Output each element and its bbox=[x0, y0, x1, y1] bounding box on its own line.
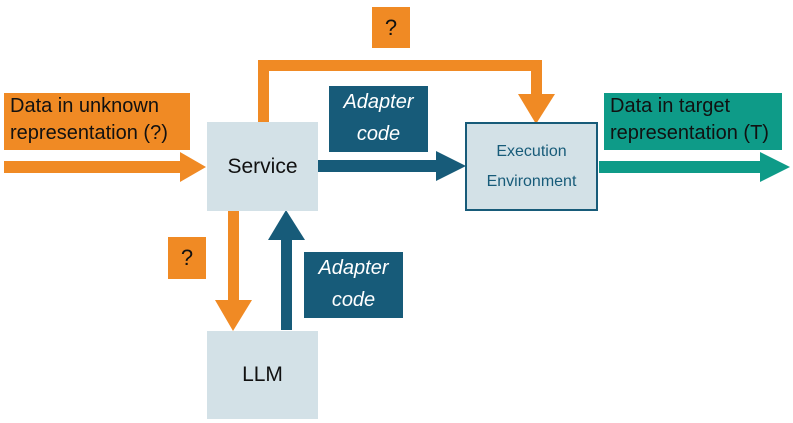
adapter-code-bottom-line1: Adapter bbox=[318, 257, 389, 279]
question-top-text: ? bbox=[384, 14, 398, 40]
service-to-execution-bypass-arrow bbox=[258, 60, 555, 130]
output-arrow bbox=[599, 152, 790, 182]
input-data-label-line2: representation (?) bbox=[10, 122, 168, 144]
adapter-code-bottom-label: Adapter code bbox=[304, 252, 403, 318]
execution-environment-label-line1: Execution bbox=[496, 142, 567, 160]
llm-label: LLM bbox=[242, 363, 283, 386]
adapter-code-top-line1: Adapter bbox=[343, 91, 414, 113]
input-data-label: Data in unknown representation (?) bbox=[4, 93, 190, 150]
adapter-code-top-label: Adapter code bbox=[329, 86, 428, 152]
adapter-code-bottom-line2: code bbox=[331, 289, 376, 311]
service-to-llm-arrow bbox=[215, 211, 252, 331]
output-data-label: Data in target representation (T) bbox=[604, 93, 782, 150]
adapter-code-top-line2: code bbox=[356, 123, 401, 145]
service-to-execution-arrow bbox=[318, 151, 466, 181]
question-left-label: ? bbox=[168, 237, 206, 279]
execution-environment-label-line2: Environment bbox=[486, 172, 577, 190]
execution-environment-node: Execution Environment bbox=[465, 122, 598, 211]
llm-to-service-arrow bbox=[268, 210, 305, 330]
output-data-label-line1: Data in target bbox=[610, 95, 731, 117]
input-data-label-line1: Data in unknown bbox=[10, 95, 159, 117]
input-arrow bbox=[4, 152, 206, 182]
llm-node: LLM bbox=[207, 331, 318, 419]
service-node: Service bbox=[207, 122, 318, 211]
question-left-text: ? bbox=[180, 245, 194, 270]
question-top-label: ? bbox=[372, 7, 410, 48]
output-data-label-line2: representation (T) bbox=[610, 122, 769, 144]
service-label: Service bbox=[227, 154, 298, 178]
